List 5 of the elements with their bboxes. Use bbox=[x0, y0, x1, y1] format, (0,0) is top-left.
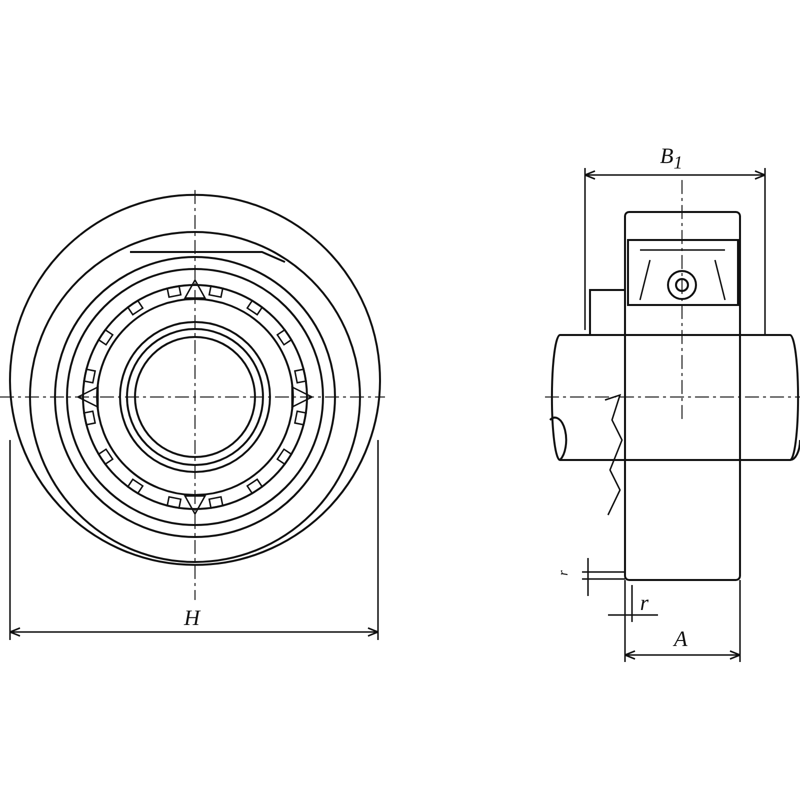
dimension-label: H bbox=[184, 607, 200, 629]
dimension-label: B$_{1}$ bbox=[660, 145, 683, 172]
dimension-label: r bbox=[558, 570, 572, 576]
dimension-label: A bbox=[674, 628, 688, 650]
dimension-label: r bbox=[640, 592, 649, 614]
